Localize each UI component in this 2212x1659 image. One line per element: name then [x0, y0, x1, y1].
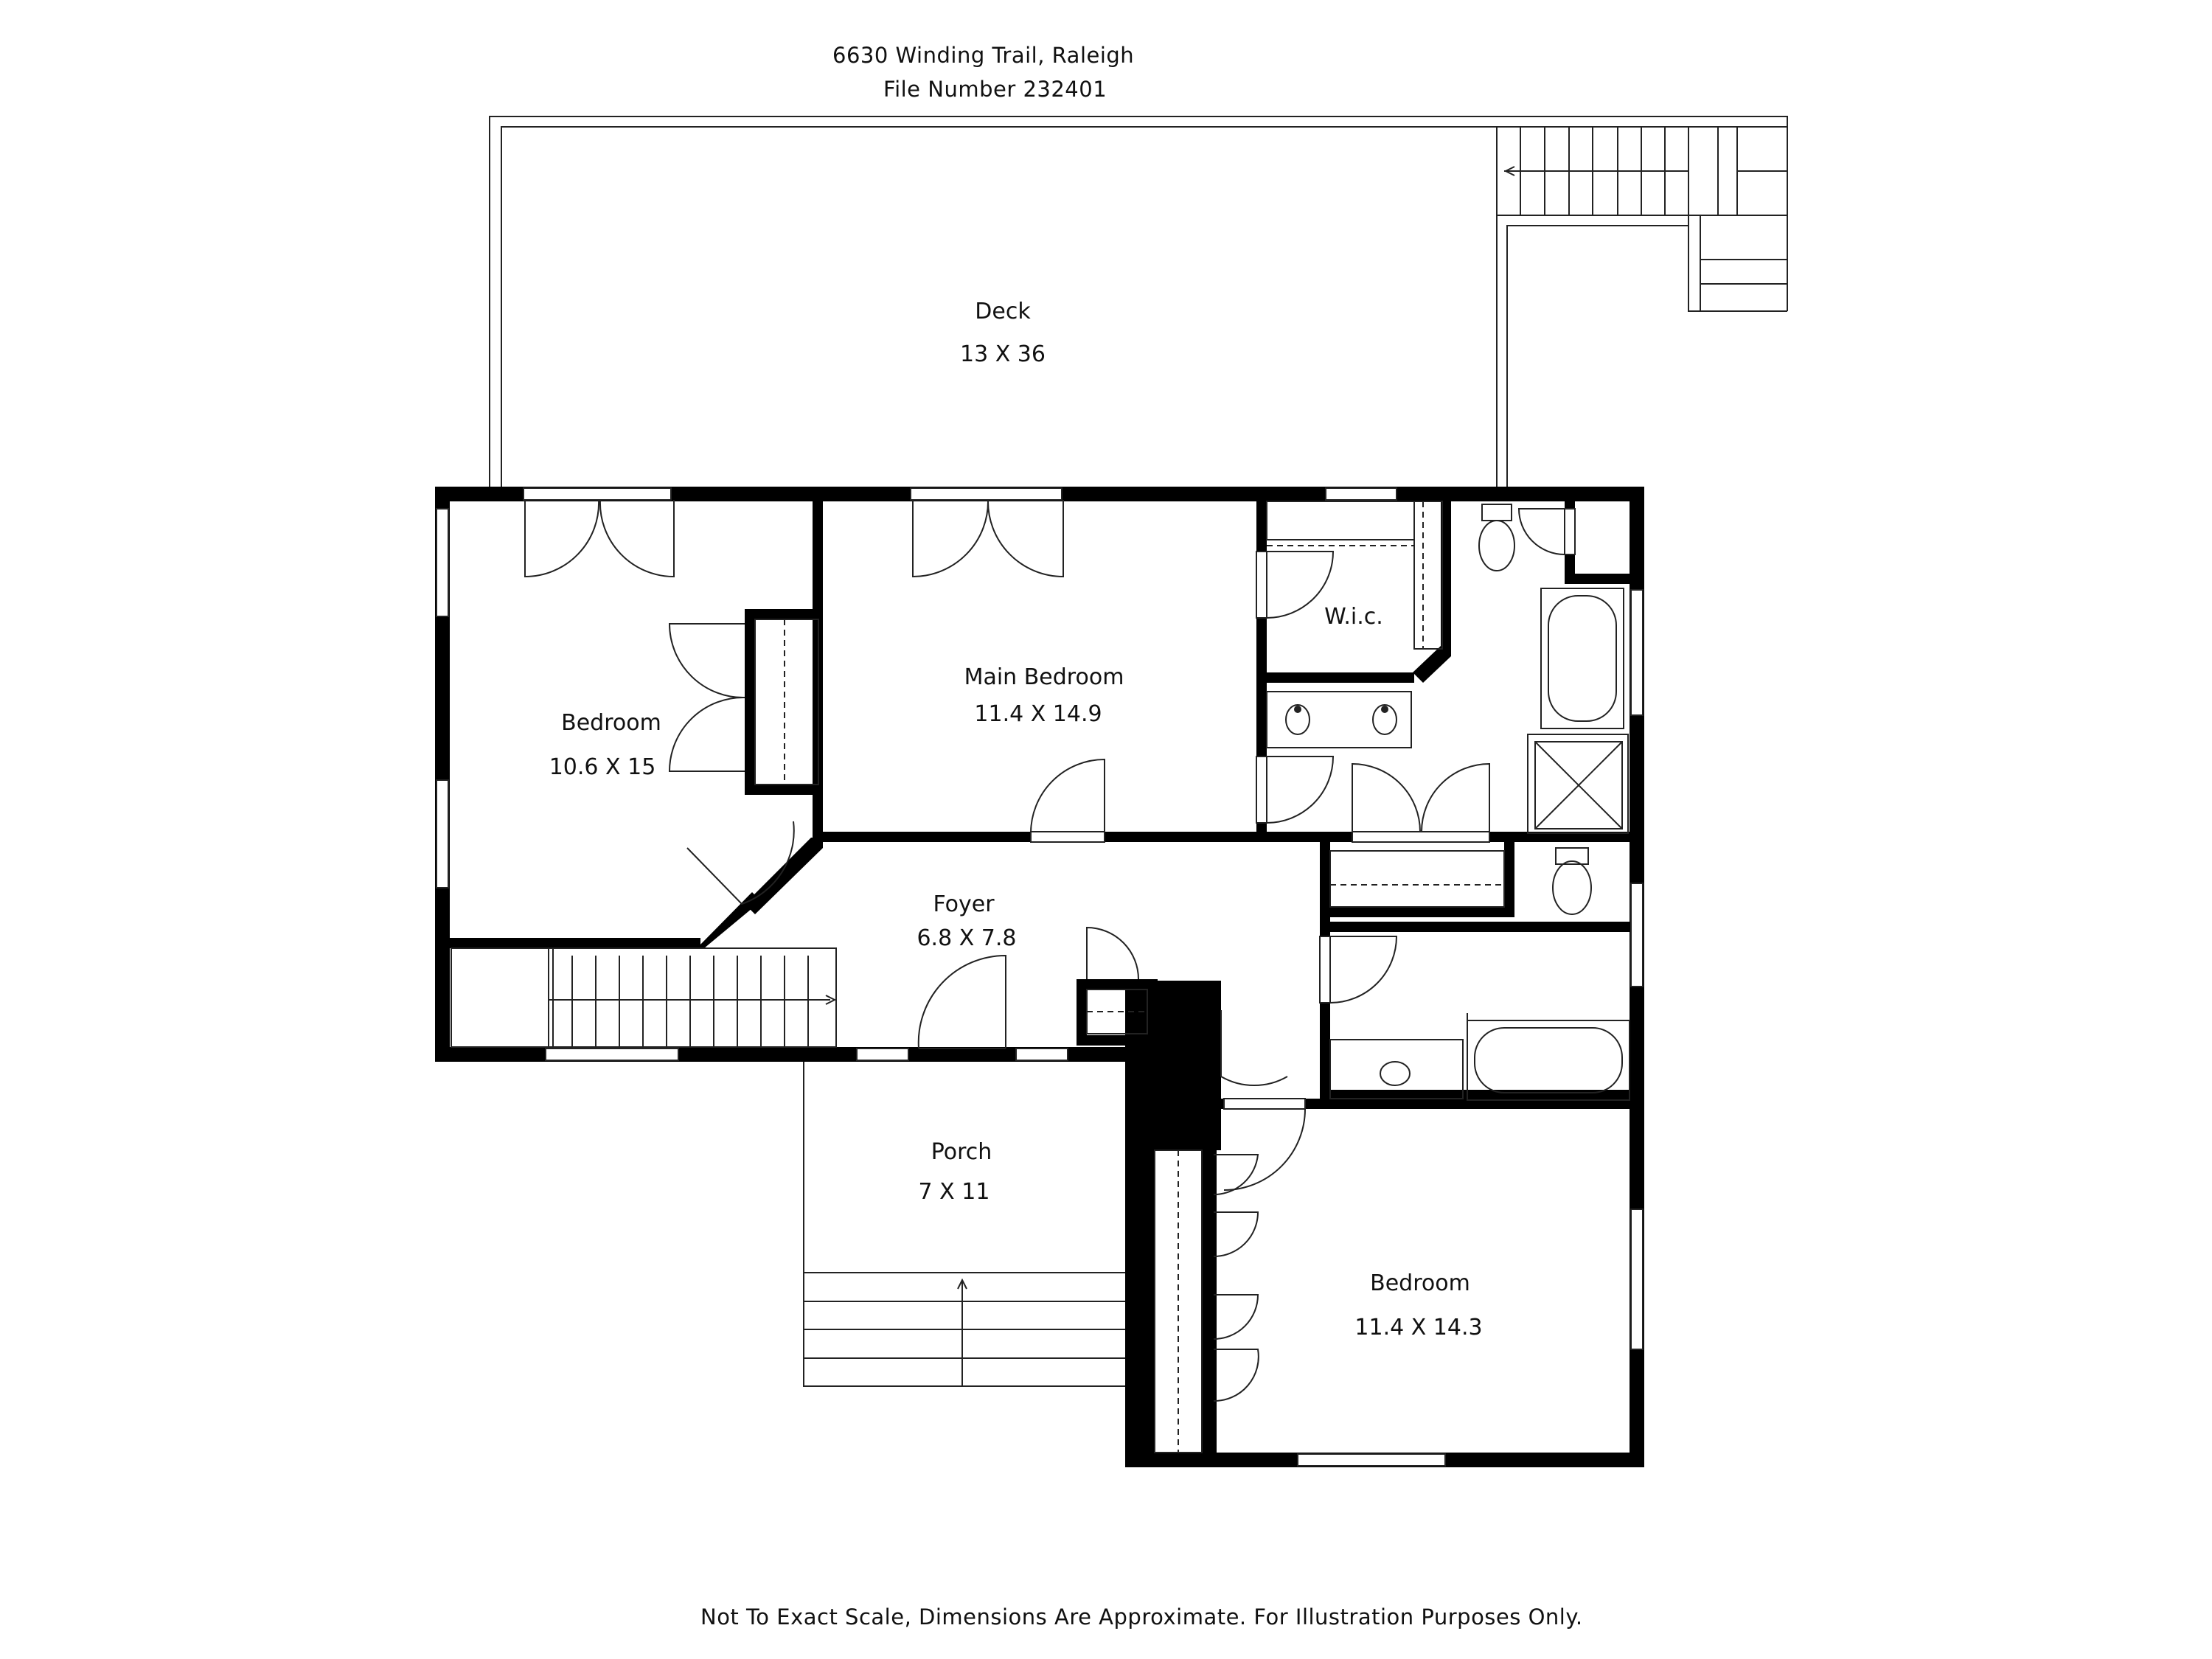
bedroom-south-label: Bedroom — [1370, 1270, 1470, 1296]
interior-walls — [442, 494, 1641, 1467]
bedroom-west-dims: 10.6 X 15 — [549, 754, 656, 780]
bedroom-south-dims: 11.4 X 14.3 — [1354, 1315, 1482, 1340]
wic-label: W.i.c. — [1324, 604, 1383, 630]
porch-label: Porch — [931, 1139, 992, 1165]
deck-label: Deck — [975, 299, 1031, 324]
foyer-label: Foyer — [933, 891, 995, 917]
file-number: File Number 232401 — [883, 77, 1107, 102]
room-labels: Deck 13 X 36 Bedroom 10.6 X 15 Main Bedr… — [549, 299, 1483, 1340]
plan-address: 6630 Winding Trail, Raleigh — [832, 43, 1135, 68]
doors — [451, 499, 1630, 1453]
deck — [489, 116, 1788, 488]
porch — [803, 1062, 1125, 1387]
foyer-dims: 6.8 X 7.8 — [917, 925, 1016, 951]
main-bedroom-dims: 11.4 X 14.9 — [974, 701, 1102, 727]
main-bedroom-label: Main Bedroom — [964, 664, 1124, 690]
porch-dims: 7 X 11 — [919, 1179, 990, 1205]
bedroom-west-label: Bedroom — [561, 710, 661, 736]
deck-dims: 13 X 36 — [960, 341, 1046, 367]
disclaimer-text: Not To Exact Scale, Dimensions Are Appro… — [700, 1604, 1583, 1630]
windows — [436, 487, 1644, 1467]
